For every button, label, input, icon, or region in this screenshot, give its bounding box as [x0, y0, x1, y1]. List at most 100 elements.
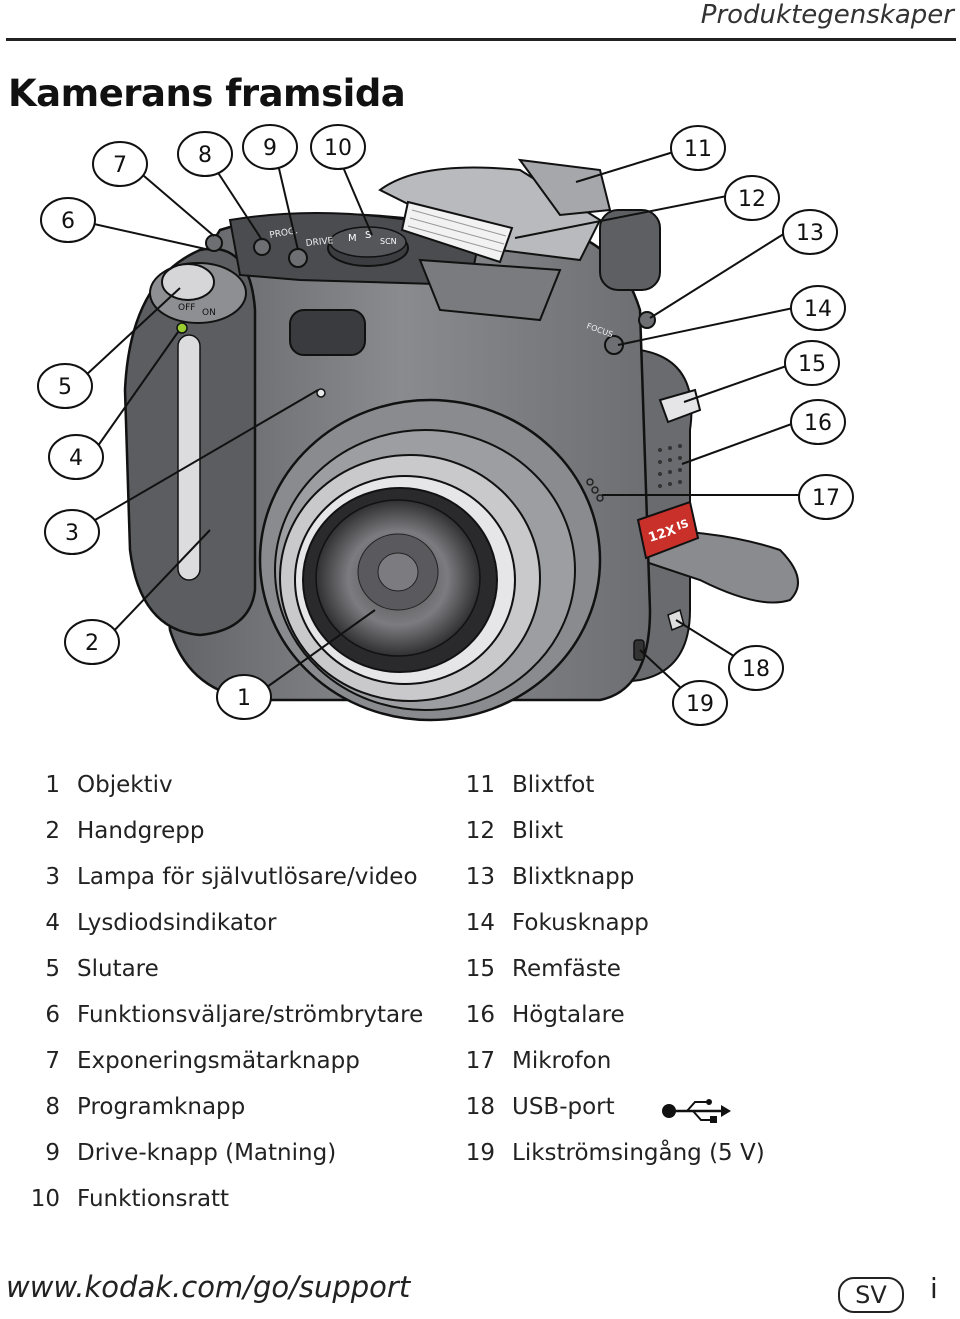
camera-diagram: M S SCN PROG. DRIVE ON OFF FOCUS 12X IS: [37, 124, 854, 726]
led-indicator: [176, 322, 188, 334]
legend-number: 1: [45, 772, 60, 798]
dial-label-m: M: [348, 233, 357, 244]
flash-button: [638, 311, 656, 329]
callout-circle: [37, 363, 93, 409]
callout-circle: [798, 474, 854, 520]
legend-number: 3: [45, 864, 60, 890]
legend-number: 19: [465, 1140, 495, 1166]
program-button: [253, 238, 271, 256]
callout-circle: [782, 209, 838, 255]
flash-arm: [418, 258, 562, 322]
svg-text:IS: IS: [675, 517, 691, 533]
dial-label-scn: SCN: [380, 237, 397, 246]
callout-number: 2: [85, 631, 99, 656]
callout-number: 18: [742, 657, 770, 682]
callout-circle: [784, 340, 840, 386]
legend-label: Funktionsväljare/strömbrytare: [77, 1002, 424, 1028]
callout-circle: [670, 125, 726, 171]
callout-number: 16: [804, 411, 832, 436]
callout-circle: [92, 141, 148, 187]
focus-button: [604, 335, 624, 355]
callout-circle: [672, 680, 728, 726]
callout-circle: [310, 124, 366, 170]
legend-label: Blixtfot: [512, 772, 595, 798]
legend-label: Blixtknapp: [512, 864, 635, 890]
callout-circle: [40, 197, 96, 243]
legend-label: Drive-knapp (Matning): [77, 1140, 337, 1166]
legend-label: Funktionsratt: [77, 1186, 230, 1212]
legend-label: Högtalare: [512, 1002, 625, 1028]
callout-number: 9: [263, 136, 277, 161]
legend-label: Blixt: [512, 818, 564, 844]
off-label: OFF: [178, 303, 195, 313]
legend-number: 18: [465, 1094, 495, 1120]
callout-circle: [728, 645, 784, 691]
legend-number: 12: [465, 818, 495, 844]
drive-button: [288, 248, 308, 268]
callout-circle: [790, 285, 846, 331]
legend-number: 9: [45, 1140, 60, 1166]
callout-number: 11: [684, 137, 712, 162]
callout-number: 6: [61, 209, 75, 234]
callout-circle: [242, 124, 298, 170]
support-url[interactable]: www.kodak.com/go/support: [6, 1270, 411, 1304]
legend-number: 14: [465, 910, 495, 936]
hot-shoe: [517, 158, 612, 217]
microphone-holes: [586, 478, 604, 502]
legend-label: Exponeringsmätarknapp: [77, 1048, 360, 1074]
viewfinder-window: [289, 309, 366, 356]
page-number: i: [930, 1272, 938, 1305]
callout-number: 14: [804, 297, 832, 322]
page-title: Kamerans framsida: [8, 72, 406, 115]
legend-label: Lysdiodsindikator: [77, 910, 277, 936]
legend-label: Objektiv: [77, 772, 173, 798]
exposure-metering-button: [205, 234, 223, 252]
legend-number: 7: [45, 1048, 60, 1074]
legend-label: Fokusknapp: [512, 910, 649, 936]
camera-strap-tab: [639, 528, 799, 604]
legend-label: Slutare: [77, 956, 159, 982]
legend-number: 8: [45, 1094, 60, 1120]
callout-number: 7: [113, 153, 127, 178]
legend-label: Mikrofon: [512, 1048, 612, 1074]
legend-label: Remfäste: [512, 956, 621, 982]
legend-label: Handgrepp: [77, 818, 205, 844]
self-timer-lamp: [316, 388, 326, 398]
legend-label: Programknapp: [77, 1094, 246, 1120]
callout-circle: [44, 509, 100, 555]
language-badge: SV: [838, 1277, 904, 1313]
callout-circle: [48, 434, 104, 480]
legend-number: 10: [30, 1186, 60, 1212]
callout-number: 10: [324, 136, 352, 161]
legend-label: Likströmsingång (5 V): [512, 1140, 765, 1166]
on-label: ON: [202, 308, 216, 318]
legend-number: 4: [45, 910, 60, 936]
viewfinder-hump: [599, 209, 661, 291]
callout-number: 4: [69, 446, 83, 471]
callout-circle: [790, 399, 846, 445]
callout-number: 12: [738, 187, 766, 212]
legend-number: 6: [45, 1002, 60, 1028]
callout-number: 8: [198, 143, 212, 168]
callout-number: 15: [798, 352, 826, 377]
callout-circle: [64, 619, 120, 665]
legend-number: 17: [465, 1048, 495, 1074]
callout-circle: [724, 175, 780, 221]
legend-number: 11: [465, 772, 495, 798]
callout-circle: [216, 674, 272, 720]
usb-icon: [662, 1098, 731, 1123]
callout-number: 19: [686, 692, 714, 717]
drive-label: DRIVE: [305, 236, 334, 249]
strap-lug: [658, 388, 702, 424]
legend-label: USB-port: [512, 1094, 615, 1120]
callout-number: 13: [796, 221, 824, 246]
legend-number: 15: [465, 956, 495, 982]
legend-number: 16: [465, 1002, 495, 1028]
speaker-grill: [658, 444, 682, 488]
callout-number: 17: [812, 486, 840, 511]
zoom-badge: 12X IS: [636, 500, 700, 560]
grip-light-strip: [177, 334, 201, 581]
shutter-button: [161, 263, 215, 301]
prog-label: PROG.: [269, 226, 299, 241]
header-rule: [6, 38, 956, 41]
